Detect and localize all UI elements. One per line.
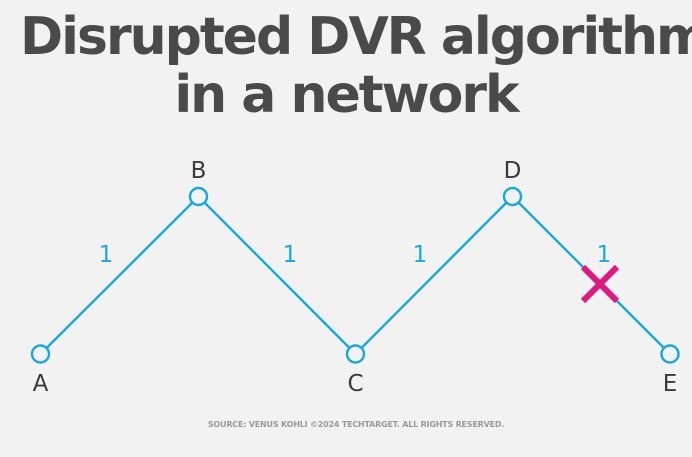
- source-footer: SOURCE: VENUS KOHLI ©2024 TECHTARGET. AL…: [207, 420, 505, 429]
- node-a: [30, 344, 51, 364]
- node-d: [502, 186, 523, 207]
- link-a-b: [39, 195, 200, 355]
- weight-label-c-d: 1: [413, 242, 428, 268]
- node-b: [188, 186, 209, 207]
- title-line-1: Disrupted DVR algorithm: [20, 7, 692, 67]
- node-c: [345, 344, 366, 364]
- weight-label-b-c: 1: [283, 242, 298, 268]
- node-label-e: E: [663, 371, 678, 397]
- weight-label-d-e: 1: [597, 242, 612, 268]
- node-label-d: D: [504, 158, 522, 184]
- weight-label-a-b: 1: [99, 242, 114, 268]
- node-label-c: C: [347, 371, 363, 397]
- title-line-2: in a network: [174, 65, 519, 125]
- nodes: [30, 186, 680, 364]
- link-break-icon: [580, 264, 620, 304]
- node-e: [660, 344, 680, 364]
- links: [39, 195, 671, 355]
- link-c-d: [354, 195, 514, 355]
- node-label-a: A: [33, 371, 49, 397]
- diagram-title: Disrupted DVR algorithm in a network: [0, 8, 692, 124]
- node-label-b: B: [191, 158, 207, 184]
- link-b-c: [197, 195, 357, 355]
